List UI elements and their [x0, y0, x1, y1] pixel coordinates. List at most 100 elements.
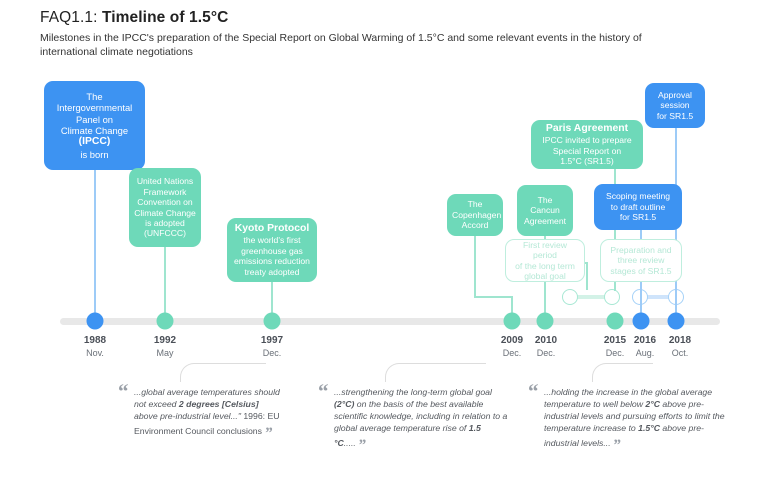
tick-month: Dec. — [502, 348, 522, 358]
event-line: Copenhagen — [452, 209, 502, 220]
event-line: The — [86, 90, 103, 102]
event-line: Accord — [461, 220, 489, 231]
event-line: for SR1.5 — [656, 110, 694, 121]
event-line: Agreement — [523, 215, 567, 226]
event-preparation-review-stages[interactable]: Preparation and three review stages of S… — [600, 239, 682, 282]
event-line: Scoping meeting — [605, 191, 671, 202]
event-approval-session[interactable]: Approval session for SR1.5 — [645, 83, 705, 128]
quote-close-mark: ” — [357, 437, 366, 455]
tick-year: 1997 — [260, 335, 284, 346]
timeline-tick-2016: 2016 Aug. — [634, 335, 656, 359]
timeline-dot-1997[interactable] — [263, 312, 281, 330]
tick-year: 1988 — [83, 335, 107, 346]
timeline-dot-2015[interactable] — [606, 312, 624, 330]
event-line: Climate Change — [134, 207, 196, 218]
quote-open-mark: “ — [318, 379, 329, 403]
timeline-dot-2016[interactable] — [632, 312, 650, 330]
timeline-tick-2018: 2018 Oct. — [669, 335, 691, 359]
event-line-emphasis: (IPCC) — [78, 136, 111, 148]
event-ipcc-born[interactable]: The Intergovernmental Panel on Climate C… — [44, 81, 145, 170]
event-unfccc-adopted[interactable]: United Nations Framework Convention on C… — [129, 168, 201, 247]
connector-cancun-lower — [544, 282, 546, 318]
connector-copenhagen — [474, 236, 476, 297]
event-line: IPCC invited to prepare — [542, 135, 632, 146]
event-line: Preparation and — [610, 244, 672, 255]
event-line: session — [660, 100, 690, 111]
event-line: The — [537, 194, 553, 205]
timeline-tick-2009: 2009 Dec. — [501, 335, 523, 359]
quote-open-mark: “ — [118, 379, 129, 403]
preparation-rail — [640, 295, 676, 299]
event-line: the world's first — [243, 235, 301, 246]
event-kyoto-protocol[interactable]: Kyoto Protocol the world's first greenho… — [227, 218, 317, 282]
connector-preparation-up — [640, 282, 642, 298]
event-copenhagen-accord[interactable]: The Copenhagen Accord — [447, 194, 503, 236]
event-line: treaty adopted — [244, 266, 300, 277]
timeline-tick-1997: 1997 Dec. — [261, 335, 283, 359]
event-line: The — [467, 199, 483, 210]
tick-month: Oct. — [671, 348, 689, 358]
tick-month: Nov. — [86, 348, 104, 358]
event-line: stages of SR1.5 — [610, 265, 672, 276]
event-line: Approval — [658, 89, 692, 100]
timeline-dot-2009[interactable] — [503, 312, 521, 330]
timeline-tick-2015: 2015 Dec. — [604, 335, 626, 359]
tick-month: Aug. — [635, 348, 655, 358]
event-cancun-agreement[interactable]: The Cancun Agreement — [517, 185, 573, 236]
event-line: Cancun — [530, 205, 560, 216]
quote-close-mark: ” — [612, 437, 621, 455]
event-first-review-period[interactable]: First review period of the long term glo… — [505, 239, 585, 282]
title-text: Timeline of 1.5°C — [101, 9, 229, 26]
event-line: Climate Change — [60, 124, 129, 136]
event-title: Paris Agreement — [545, 122, 629, 134]
tick-year: 2018 — [668, 335, 692, 346]
review-period-rail — [570, 295, 612, 299]
event-line: is adopted — [145, 217, 185, 228]
tick-month: Dec. — [536, 348, 556, 358]
connector-paris — [614, 169, 616, 291]
connector-unfccc — [164, 247, 166, 318]
timeline-dot-2018[interactable] — [667, 312, 685, 330]
quote-text: ...holding the increase in the global av… — [544, 387, 725, 455]
page-subtitle: Milestones in the IPCC's preparation of … — [40, 32, 642, 58]
quote-leader-line — [385, 363, 486, 382]
connector-kyoto — [271, 282, 273, 318]
quote-leader-line — [180, 363, 266, 382]
event-line: global goal — [524, 270, 566, 281]
timeline-tick-2010: 2010 Dec. — [535, 335, 557, 359]
timeline-dot-1992[interactable] — [156, 312, 174, 330]
review-period-end-ring — [604, 289, 620, 305]
page-title: FAQ1.1: Timeline of 1.5°C — [40, 9, 228, 27]
event-line: greenhouse gas — [241, 245, 303, 256]
event-title: Kyoto Protocol — [234, 222, 310, 234]
timeline-dot-2010[interactable] — [536, 312, 554, 330]
event-line: is born — [80, 148, 109, 160]
timeline-axis — [60, 318, 720, 325]
connector-copenhagen-drop — [511, 296, 513, 318]
event-line: of the long term — [515, 260, 575, 271]
connector-approval-lower — [675, 297, 677, 318]
event-line: Framework — [143, 186, 187, 197]
connector-preparation-down — [640, 297, 642, 318]
faq-label: FAQ1.1: — [40, 9, 98, 26]
quote-text: ...global average temperatures should no… — [134, 387, 280, 443]
event-line: three review — [617, 255, 665, 266]
tick-year: 1992 — [153, 335, 177, 346]
event-line: Intergovernmental — [56, 102, 133, 114]
event-scoping-meeting[interactable]: Scoping meeting to draft outline for SR1… — [594, 184, 682, 230]
event-line: (UNFCCC) — [143, 228, 186, 239]
quote-close-mark: ” — [264, 425, 273, 443]
connector-ipcc — [94, 170, 96, 318]
quote-open-mark: “ — [528, 379, 539, 403]
tick-month: Dec. — [605, 348, 625, 358]
connector-copenhagen-elbow — [474, 296, 512, 298]
event-line: emissions reduction — [234, 256, 310, 267]
event-paris-agreement[interactable]: Paris Agreement IPCC invited to prepare … — [531, 120, 643, 169]
timeline-tick-1988: 1988 Nov. — [84, 335, 106, 359]
tick-year: 2010 — [534, 335, 558, 346]
tick-month: May — [156, 348, 174, 358]
timeline-dot-1988[interactable] — [86, 312, 104, 330]
event-line: 1.5°C (SR1.5) — [560, 156, 614, 166]
tick-month: Dec. — [262, 348, 282, 358]
